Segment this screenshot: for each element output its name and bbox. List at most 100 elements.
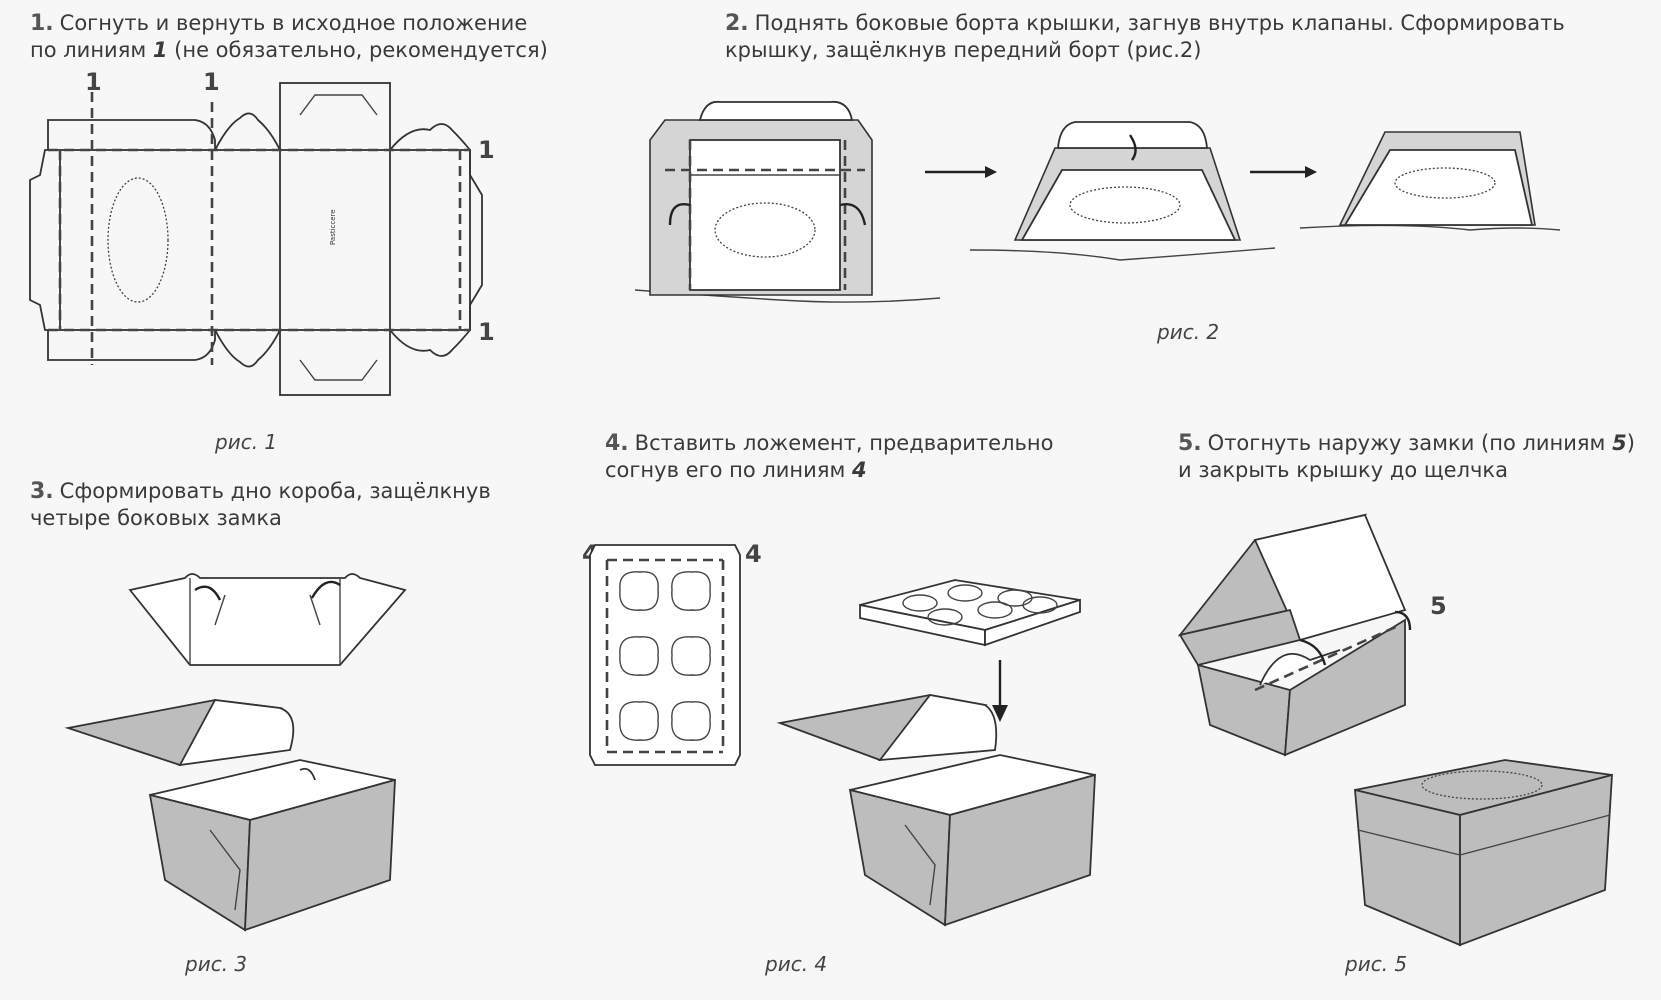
step-4-line2-em: 4 — [851, 458, 867, 482]
fig4-cup-hole-5 — [619, 701, 659, 741]
fig2-stage2-window — [1069, 186, 1181, 224]
fig4-cup-hole-1 — [619, 571, 659, 611]
fig4-insert-hole-6 — [1022, 596, 1058, 614]
fig4-insert-hole-1 — [902, 594, 938, 612]
step-1-number: 1. — [30, 11, 54, 36]
step-1-line1: Согнуть и вернуть в исходное положение — [59, 11, 528, 35]
step-2-text: 2.Поднять боковые борта крышки, загнув в… — [725, 10, 1565, 63]
fig3-flat-tray — [128, 573, 407, 666]
net-logo: Pasticcere — [329, 209, 337, 245]
net-lock-tab-bottom-1 — [214, 329, 281, 368]
fig5-lock-tab — [1259, 649, 1341, 686]
net-bottom-left-panel — [47, 330, 216, 361]
net-lid-slot-bottom — [299, 359, 378, 381]
step-3-number: 3. — [30, 479, 54, 504]
fold-label-4-right: 4 — [745, 540, 762, 568]
fig4-insert — [589, 544, 1096, 927]
fig2-stage2-top-tab — [1057, 121, 1208, 149]
fig4-box-front-wall — [944, 773, 1096, 927]
fig3-arrow-left — [194, 585, 222, 601]
caption-fig5: рис. 5 — [1345, 952, 1408, 976]
fig4-insert-hole-2 — [947, 584, 983, 602]
fold-label-1-left: 1 — [85, 68, 102, 96]
caption-fig1: рис. 1 — [215, 430, 278, 454]
step-5-text: 5.Отогнуть наружу замки (по линиям 5) и … — [1178, 430, 1635, 483]
fig5-closed-window — [1421, 770, 1543, 800]
step-1-text: 1.Согнуть и вернуть в исходное положение… — [30, 10, 548, 63]
fig5-closed-lid-edge-left — [1357, 829, 1461, 856]
net-top-left-panel — [47, 119, 216, 150]
net-left-flap — [29, 149, 60, 331]
fig4-cup-hole-2 — [671, 571, 711, 611]
fig5-closed-lid-edge — [1459, 814, 1611, 856]
fig3-arrow-right — [310, 580, 341, 599]
fig2-ground-3 — [1299, 224, 1561, 231]
step-4-number: 4. — [605, 431, 629, 456]
net-body — [59, 149, 471, 331]
net-lid-slot-top — [299, 94, 378, 116]
net-lock-tab-bottom-2 — [389, 329, 471, 357]
step-2-number: 2. — [725, 11, 749, 36]
fig3-lid-inside — [178, 699, 295, 767]
fig2-stage1-base — [689, 139, 841, 291]
fig1-box-net: Pasticcere — [29, 82, 483, 396]
fig5-closed-front-wall — [1459, 773, 1613, 947]
fig4-insert-hole-5 — [977, 601, 1013, 619]
fig2-arrow-2-head — [1305, 166, 1317, 178]
fig2-ground-2 — [969, 247, 1276, 261]
fig2-curve-arrow-right — [839, 203, 867, 226]
fig3-lock-tab — [299, 767, 316, 781]
fig2-curve-arrow-left — [668, 203, 691, 226]
fig3-wall-crease — [209, 829, 241, 911]
net-lid-panel — [279, 82, 391, 396]
fig4-folded-insert-side — [984, 598, 1081, 647]
step-1-line2-em: 1 — [152, 38, 168, 62]
step-3-text: 3.Сформировать дно короба, защёлкнув чет… — [30, 478, 491, 531]
net-lock-tab-top-1 — [214, 112, 281, 151]
step-5-line1: Отогнуть наружу замки (по линиям — [1207, 431, 1613, 455]
net-window — [107, 177, 169, 303]
step-5-line1-rest: ) — [1626, 431, 1635, 455]
step-2-line2: крышку, защёлкнув передний борт (рис.2) — [725, 38, 1202, 62]
fig3-bottom-forming — [64, 573, 407, 932]
fig3-box-front-wall — [244, 778, 396, 932]
fold-line-5 — [1254, 623, 1401, 692]
fold-label-1-mid: 1 — [203, 68, 220, 96]
fig4-lid-inside — [878, 694, 998, 762]
step-4-line1: Вставить ложемент, предварительно — [634, 431, 1054, 455]
fig4-cup-hole-4 — [671, 636, 711, 676]
fig4-cup-hole-3 — [619, 636, 659, 676]
fig2-stage1-top-tab — [698, 100, 854, 121]
fig4-flat-insert — [589, 544, 741, 766]
fig2-stage3-base — [1343, 149, 1534, 226]
fig5-box-left-wall — [1196, 663, 1291, 757]
fig2-stage3-window — [1394, 167, 1496, 199]
net-right-flap — [469, 150, 483, 330]
caption-fig2: рис. 2 — [1157, 320, 1220, 344]
step-2-line1: Поднять боковые борта крышки, загнув вну… — [754, 11, 1565, 35]
fold-label-1-right-top: 1 — [478, 136, 495, 164]
fig4-wall-crease — [904, 824, 936, 906]
fold-label-1-right-bottom: 1 — [478, 318, 495, 346]
step-5-line1-em: 5 — [1612, 431, 1627, 455]
fig5-closed-left-wall — [1353, 788, 1461, 947]
fig3-slot-right — [309, 594, 321, 626]
step-3-line2: четыре боковых замка — [30, 506, 282, 530]
fig3-slot-left — [214, 594, 226, 626]
fig2-stage2-arrow — [1128, 134, 1137, 161]
fold-label-5-right: 5 — [1430, 592, 1447, 620]
fig5-arrow-mid — [1299, 638, 1327, 666]
fig5-arrow-right — [1394, 610, 1412, 631]
fig4-insert-hole-4 — [927, 608, 963, 626]
fig2-lid-forming — [634, 100, 1561, 303]
step-3-line1: Сформировать дно короба, защёлкнув — [59, 479, 491, 503]
step-1-line2: по линиям — [30, 38, 153, 62]
fig5-box-front-wall — [1283, 618, 1406, 757]
fig4-cup-hole-6 — [671, 701, 711, 741]
step-5-number: 5. — [1178, 431, 1202, 456]
step-4-line2: согнув его по линиям — [605, 458, 852, 482]
fig5-lid-inside — [1253, 513, 1407, 642]
fig2-stage2-base — [1020, 169, 1237, 241]
fig4-down-arrow-head — [992, 705, 1008, 722]
